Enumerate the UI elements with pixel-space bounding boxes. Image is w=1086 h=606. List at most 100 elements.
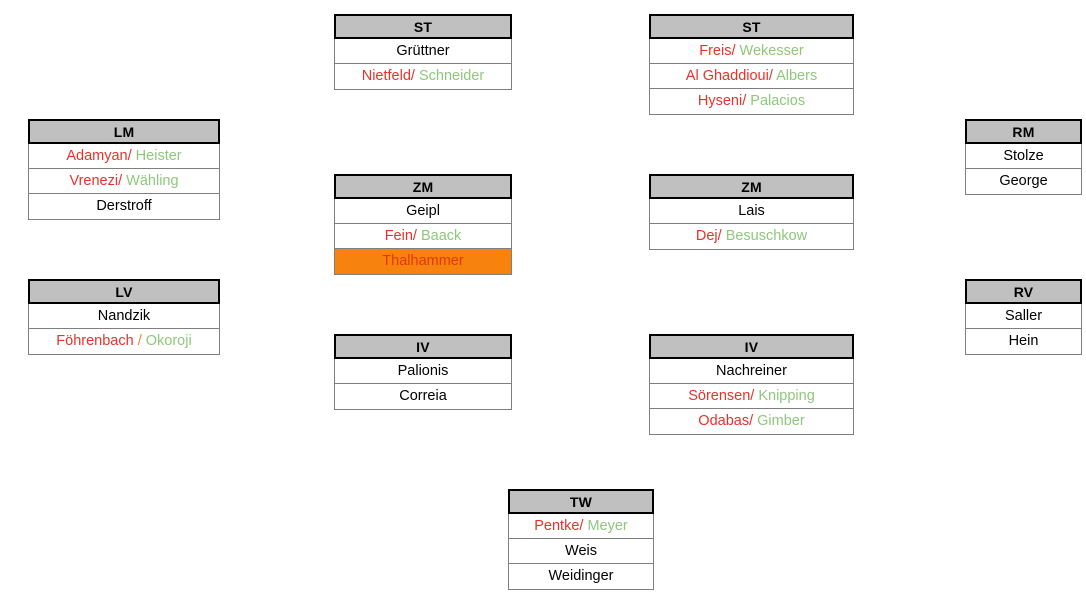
player-name-highlighted: Thalhammer: [382, 253, 464, 269]
player-row[interactable]: Geipl: [335, 199, 511, 224]
position-code-lm: LM: [28, 119, 220, 144]
player-row[interactable]: Lais: [650, 199, 853, 224]
position-code-tw: TW: [508, 489, 654, 514]
player-name: Grüttner: [396, 43, 450, 59]
player-name-out: Al Ghaddioui: [685, 68, 769, 84]
player-name-in: Baack: [416, 228, 462, 244]
player-separator: /: [127, 148, 132, 164]
position-code-zm-left: ZM: [334, 174, 512, 199]
player-row[interactable]: Thalhammer: [335, 249, 511, 274]
player-separator: /: [579, 518, 584, 534]
player-name-in: Besuschkow: [721, 228, 808, 244]
player-name-out: Nietfeld: [361, 68, 411, 84]
player-separator: /: [731, 43, 736, 59]
player-row[interactable]: Saller: [966, 304, 1081, 329]
player-row[interactable]: Pentke/ Meyer: [509, 514, 653, 539]
player-row[interactable]: Nandzik: [29, 304, 219, 329]
player-row[interactable]: Freis/ Wekesser: [650, 39, 853, 64]
player-name-out: Adamyan: [66, 148, 128, 164]
position-code-st-right: ST: [649, 14, 854, 39]
player-name-in: Palacios: [746, 93, 806, 109]
player-name-in: Schneider: [414, 68, 485, 84]
player-row[interactable]: Palionis: [335, 359, 511, 384]
player-name: Saller: [1004, 308, 1043, 324]
position-code-rv: RV: [965, 279, 1082, 304]
player-row[interactable]: Stolze: [966, 144, 1081, 169]
player-separator: /: [412, 228, 417, 244]
player-row[interactable]: Adamyan/ Heister: [29, 144, 219, 169]
player-name: Hein: [1008, 333, 1039, 349]
position-code-rm: RM: [965, 119, 1082, 144]
player-row[interactable]: Föhrenbach / Okoroji: [29, 329, 219, 354]
player-row[interactable]: Fein/ Baack: [335, 224, 511, 249]
player-name-in: Okoroji: [141, 333, 192, 349]
player-separator: /: [717, 228, 722, 244]
player-name: Geipl: [406, 203, 440, 219]
player-name-out: Föhrenbach: [56, 333, 134, 349]
player-name: Stolze: [1003, 148, 1044, 164]
player-name-out: Pentke: [534, 518, 580, 534]
player-name-out: Sörensen: [688, 388, 751, 404]
player-separator: /: [749, 413, 754, 429]
player-name-in: Gimber: [753, 413, 805, 429]
player-row[interactable]: Derstroff: [29, 194, 219, 219]
player-name-out: Hyseni: [697, 93, 743, 109]
player-row[interactable]: Al Ghaddioui/ Albers: [650, 64, 853, 89]
player-row[interactable]: Hein: [966, 329, 1081, 354]
player-separator: /: [133, 333, 142, 349]
player-name: Nandzik: [97, 308, 151, 324]
player-name: Weidinger: [548, 568, 614, 584]
player-name-out: Freis: [699, 43, 732, 59]
player-separator: /: [750, 388, 755, 404]
player-name-out: Vrenezi: [69, 173, 119, 189]
player-name-out: Fein: [384, 228, 413, 244]
player-name-in: Knipping: [754, 388, 815, 404]
player-row[interactable]: Hyseni/ Palacios: [650, 89, 853, 114]
player-row[interactable]: Correia: [335, 384, 511, 409]
player-name: Palionis: [397, 363, 449, 379]
player-name: George: [999, 173, 1048, 189]
player-name: Weis: [565, 543, 597, 559]
player-row[interactable]: Dej/ Besuschkow: [650, 224, 853, 249]
player-name-in: Wähling: [122, 173, 179, 189]
player-row[interactable]: Nachreiner: [650, 359, 853, 384]
player-row[interactable]: Sörensen/ Knipping: [650, 384, 853, 409]
player-row[interactable]: Odabas/ Gimber: [650, 409, 853, 434]
player-name-in: Albers: [772, 68, 818, 84]
player-row[interactable]: Weis: [509, 539, 653, 564]
player-row[interactable]: Vrenezi/ Wähling: [29, 169, 219, 194]
player-row[interactable]: Weidinger: [509, 564, 653, 589]
player-name-in: Wekesser: [735, 43, 804, 59]
player-row[interactable]: Grüttner: [335, 39, 511, 64]
player-name-in: Heister: [131, 148, 182, 164]
player-name-in: Meyer: [583, 518, 628, 534]
player-name: Nachreiner: [716, 363, 787, 379]
player-row[interactable]: Nietfeld/ Schneider: [335, 64, 511, 89]
player-name: Lais: [738, 203, 765, 219]
player-separator: /: [768, 68, 773, 84]
position-code-zm-right: ZM: [649, 174, 854, 199]
player-row[interactable]: George: [966, 169, 1081, 194]
player-name-out: Odabas: [698, 413, 750, 429]
player-name-out: Dej: [695, 228, 718, 244]
